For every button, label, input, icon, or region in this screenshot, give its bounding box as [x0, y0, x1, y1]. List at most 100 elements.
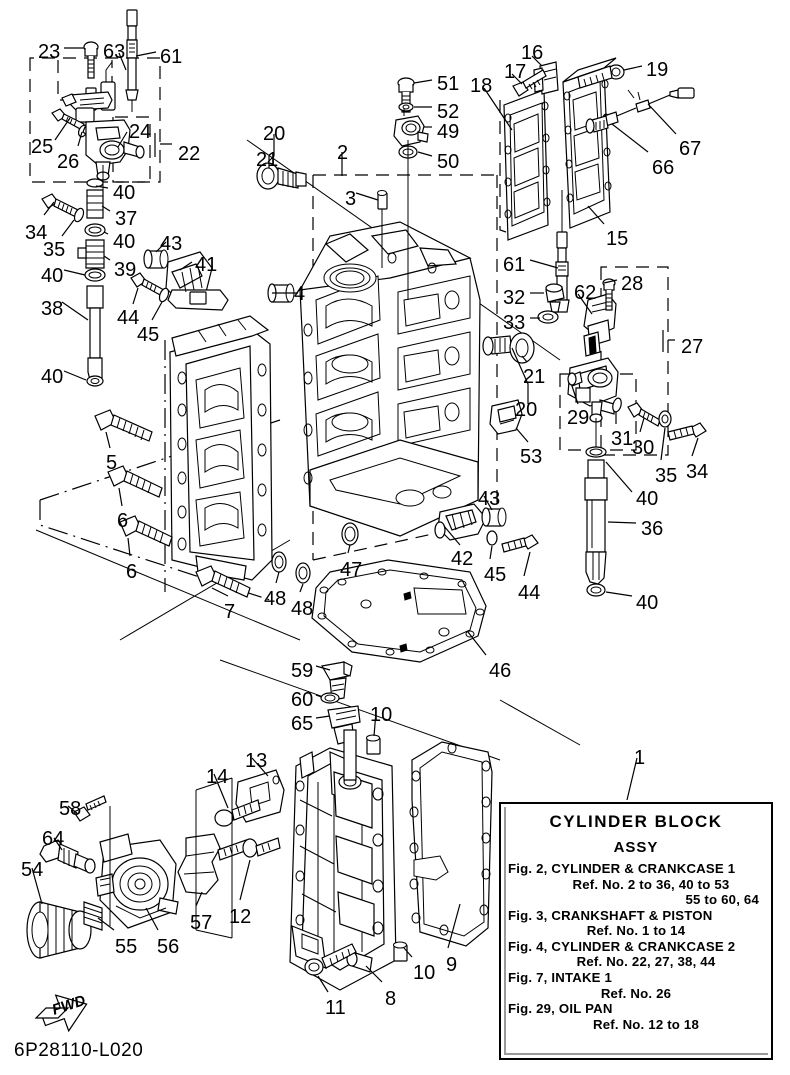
callout-number-10: 10 — [370, 704, 393, 726]
callout-number-27: 27 — [681, 336, 704, 358]
part-37-sleeve — [86, 189, 104, 219]
part-crankcase-half-left — [169, 315, 273, 581]
legend-fig-3: Fig. 3, CRANKSHAFT & PISTON — [508, 907, 713, 923]
callout-number-43: 43 — [478, 488, 501, 510]
part-10-dowel-a — [366, 734, 381, 755]
part-3-dowel — [377, 190, 388, 268]
diagram-code: 6P28110-L020 — [14, 1040, 144, 1061]
part-17-bolt — [512, 69, 547, 97]
callout-number-42: 42 — [451, 548, 474, 570]
part-38-rod — [89, 307, 101, 359]
callout-number-25: 25 — [31, 136, 54, 158]
callout-number-40: 40 — [636, 488, 659, 510]
callout-number-65: 65 — [291, 713, 314, 735]
callout-number-8: 8 — [385, 988, 397, 1010]
part-25-bolt — [51, 108, 85, 131]
part-group-20-21-53 — [482, 332, 535, 435]
callout-number-6: 6 — [126, 561, 138, 583]
callout-number-54: 54 — [21, 859, 44, 881]
callout-number-44: 44 — [117, 307, 140, 329]
callout-number-26: 26 — [57, 151, 80, 173]
part-40-oring-a — [86, 178, 104, 188]
callout-number-44: 44 — [518, 582, 541, 604]
legend-fig-2-ref-b: 55 to 60, 64 — [685, 892, 759, 908]
part-44-bolt-left — [130, 272, 165, 297]
callout-number-3: 3 — [345, 188, 357, 210]
part-12-stud — [217, 837, 281, 861]
part-24-housing — [85, 119, 145, 190]
part-valve-body-29 — [567, 357, 619, 448]
part-39-spring-sleeve — [85, 239, 105, 269]
part-11-bolt — [304, 943, 357, 976]
legend-subtitle: ASSY — [613, 839, 659, 856]
part-49-sensor — [393, 108, 429, 147]
callout-number-32: 32 — [503, 287, 526, 309]
part-group-upper-left — [51, 9, 145, 190]
callout-number-34: 34 — [25, 222, 48, 244]
part-group-41-bracket — [130, 249, 229, 311]
callout-number-9: 9 — [446, 954, 458, 976]
callout-number-6: 6 — [117, 510, 129, 532]
callout-number-56: 56 — [157, 936, 180, 958]
callout-number-40: 40 — [113, 231, 136, 253]
callout-number-48: 48 — [264, 588, 287, 610]
callout-number-66: 66 — [652, 157, 675, 179]
callout-number-20: 20 — [263, 123, 286, 145]
callout-number-37: 37 — [115, 208, 138, 230]
part-53-clamp — [489, 399, 523, 435]
callout-number-45: 45 — [484, 564, 507, 586]
callout-number-49: 49 — [437, 121, 460, 143]
legend-fig-4-ref: Ref. No. 22, 27, 38, 44 — [576, 954, 716, 970]
part-34-bolt-right — [667, 422, 707, 441]
part-23-bolt — [83, 41, 99, 79]
callout-number-53: 53 — [520, 446, 543, 468]
callout-number-46: 46 — [489, 660, 512, 682]
part-36-shaft — [584, 446, 608, 597]
part-group-right-covers — [499, 57, 695, 241]
callout-number-4: 4 — [294, 283, 306, 305]
callout-number-40: 40 — [41, 366, 64, 388]
part-66-67-sensor — [585, 87, 695, 134]
callout-number-38: 38 — [41, 298, 64, 320]
callout-number-67: 67 — [679, 138, 702, 160]
part-59-fitting — [321, 661, 353, 701]
callout-number-1: 1 — [634, 747, 646, 769]
callout-number-34: 34 — [686, 461, 709, 483]
part-group-shaft-stack — [41, 178, 106, 387]
callout-number-36: 36 — [641, 518, 664, 540]
part-46-gasket — [311, 559, 487, 663]
callout-number-55: 55 — [115, 936, 138, 958]
fwd-arrow-icon: FWD — [34, 992, 88, 1033]
legend-box: CYLINDER BLOCK ASSY Fig. 2, CYLINDER & C… — [499, 802, 773, 1060]
callout-number-41: 41 — [195, 254, 218, 276]
part-44-bolt-right — [501, 534, 539, 553]
callout-number-12: 12 — [229, 906, 252, 928]
callout-number-5: 5 — [106, 452, 118, 474]
callout-number-18: 18 — [470, 75, 493, 97]
callout-number-19: 19 — [646, 59, 669, 81]
legend-fig-3-ref: Ref. No. 1 to 14 — [586, 923, 686, 939]
callout-leaders — [31, 47, 699, 993]
legend-fig-7: Fig. 7, INTAKE 1 — [508, 970, 613, 986]
legend-fig-7-ref: Ref. No. 26 — [600, 985, 672, 1001]
part-18-cover — [499, 89, 551, 241]
part-31-pin — [612, 397, 622, 413]
callout-number-21: 21 — [256, 149, 279, 171]
callout-number-10: 10 — [413, 962, 436, 984]
callout-number-7: 7 — [224, 601, 236, 623]
callout-number-59: 59 — [291, 660, 314, 682]
callout-number-40: 40 — [113, 182, 136, 204]
part-group-right-mid — [537, 190, 707, 597]
part-45-washer-left — [158, 287, 170, 303]
part-54-oil-filter — [26, 901, 92, 959]
part-45-washer-right — [486, 530, 498, 546]
part-5-bolt — [94, 409, 153, 442]
part-bracket-upper — [61, 91, 113, 123]
callout-number-14: 14 — [206, 766, 229, 788]
callout-number-33: 33 — [503, 312, 526, 334]
callout-number-29: 29 — [567, 407, 590, 429]
part-58-bolt — [73, 795, 107, 822]
callout-number-2: 2 — [337, 142, 349, 164]
part-oil-pan-case — [289, 729, 493, 991]
